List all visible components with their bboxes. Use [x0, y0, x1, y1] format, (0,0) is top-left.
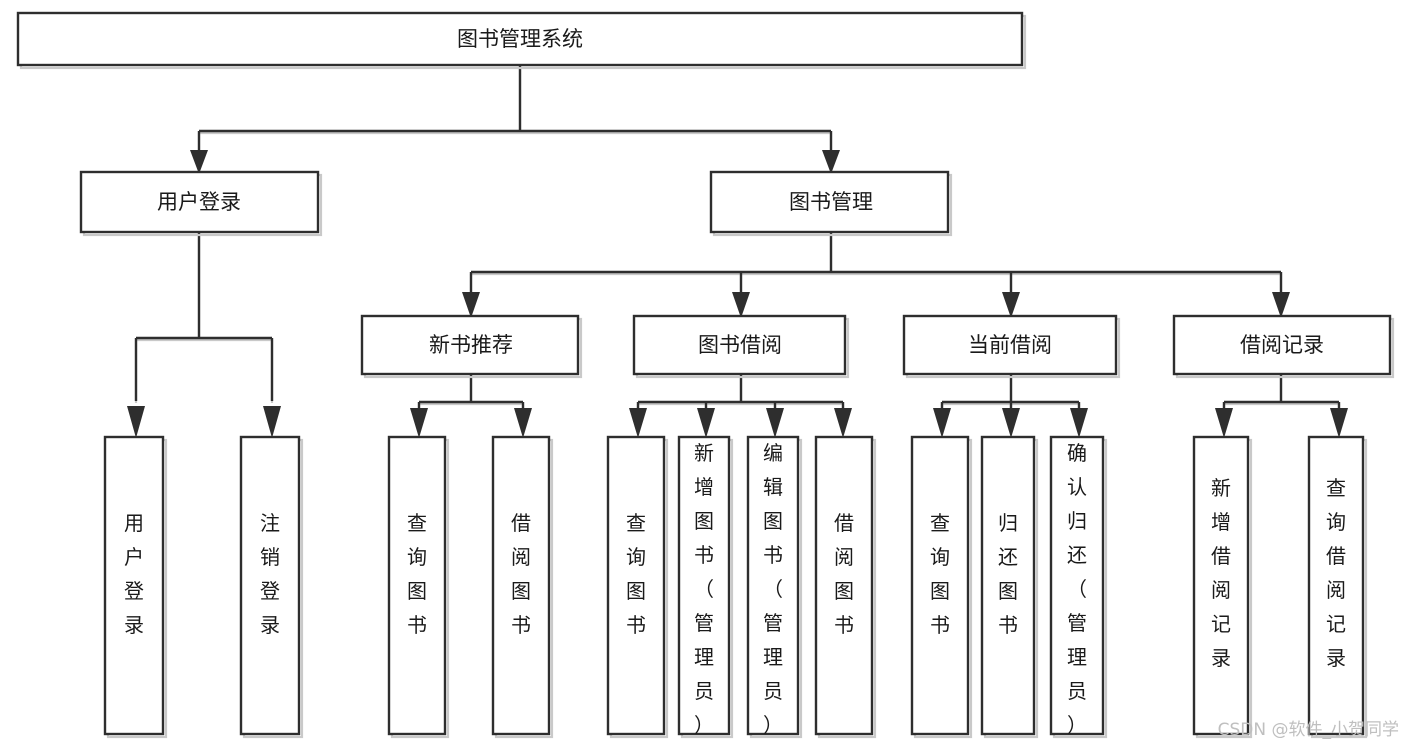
node-current-borrow-label: 当前借阅 [968, 333, 1052, 357]
node-book-management-label: 图书管理 [789, 190, 873, 214]
node-leaf-user-login-box [103, 435, 165, 736]
node-leaf-query-book-2-label: 查询图书 [626, 511, 646, 637]
arrow-head-current-borrow [1002, 292, 1020, 318]
arrow-head-leaf-query-record [1330, 408, 1348, 438]
node-leaf-borrow-book-2-box [814, 435, 874, 736]
node-leaf-query-book-1[interactable]: 查询图书 [387, 435, 450, 739]
arrow-head-leaf-return-book [1002, 408, 1020, 438]
node-leaf-user-login-label: 用户登录 [124, 511, 144, 637]
node-leaf-query-book-3-box [910, 435, 970, 736]
arrow-head-leaf-borrow-book-1 [514, 408, 532, 438]
node-user-login[interactable]: 用户登录 [79, 170, 323, 237]
connector-root-to-level2 [190, 65, 840, 174]
node-leaf-edit-book-box [746, 435, 800, 736]
arrow-head-book-management [822, 150, 840, 174]
node-leaf-query-book-2-box [606, 435, 666, 736]
node-leaf-confirm-return-box [1049, 435, 1105, 736]
connector-book-borrow-to-leaves [629, 374, 852, 438]
node-user-login-label: 用户登录 [157, 190, 241, 214]
node-leaf-query-record-label: 查询借阅记录 [1326, 476, 1346, 670]
node-leaf-borrow-book-1-box [491, 435, 551, 736]
arrow-head-leaf-logout [263, 406, 281, 438]
node-new-book-recommend-box [360, 314, 580, 376]
node-root-label: 图书管理系统 [457, 27, 583, 51]
node-leaf-add-record-box [1192, 435, 1250, 736]
node-leaf-query-book-1-box [387, 435, 447, 736]
watermark-label: CSDN @软件_小贺同学 [1218, 720, 1399, 740]
node-user-login-box [79, 170, 320, 234]
node-leaf-borrow-book-1-label: 借阅图书 [511, 511, 531, 637]
arrow-head-leaf-query-book-1 [410, 408, 428, 438]
node-leaf-edit-book-label: 编辑图书（管理员） [763, 441, 783, 737]
arrow-head-leaf-add-record [1215, 408, 1233, 438]
node-book-borrow-box [632, 314, 847, 376]
node-leaf-query-record[interactable]: 查询借阅记录 [1307, 435, 1368, 739]
node-leaf-borrow-book-2[interactable]: 借阅图书 [814, 435, 877, 739]
arrow-head-leaf-user-login [127, 406, 145, 438]
node-leaf-query-book-2[interactable]: 查询图书 [606, 435, 669, 739]
node-leaf-logout-box [239, 435, 301, 736]
node-book-borrow[interactable]: 图书借阅 [632, 314, 850, 379]
node-leaf-return-book-label: 归还图书 [998, 511, 1018, 637]
node-book-management[interactable]: 图书管理 [709, 170, 953, 237]
node-leaf-query-record-box [1307, 435, 1365, 736]
node-leaf-query-book-3[interactable]: 查询图书 [910, 435, 973, 739]
connector-layer [127, 65, 1348, 438]
connector-book-management-to-level3 [462, 232, 1290, 318]
node-leaf-return-book[interactable]: 归还图书 [980, 435, 1039, 739]
node-leaf-edit-book[interactable]: 编辑图书（管理员） [746, 435, 803, 739]
node-borrow-record-box [1172, 314, 1392, 376]
connector-current-borrow-to-leaves [933, 374, 1088, 438]
arrow-head-new-book-recommend [462, 292, 480, 318]
node-current-borrow[interactable]: 当前借阅 [902, 314, 1121, 379]
node-leaf-logout-label: 注销登录 [260, 511, 280, 637]
arrow-head-book-borrow [732, 292, 750, 318]
node-leaf-query-book-1-label: 查询图书 [407, 511, 427, 637]
node-leaf-add-record-label: 新增借阅记录 [1211, 476, 1231, 670]
node-root[interactable]: 图书管理系统 [16, 11, 1027, 70]
node-leaf-confirm-return-label: 确认归还（管理员） [1067, 441, 1087, 737]
node-book-management-box [709, 170, 950, 234]
node-current-borrow-box [902, 314, 1118, 376]
node-book-borrow-label: 图书借阅 [698, 333, 782, 357]
node-leaf-add-book-box [677, 435, 731, 736]
node-leaf-add-book[interactable]: 新增图书（管理员） [677, 435, 734, 739]
arrow-head-leaf-edit-book [766, 408, 784, 438]
node-leaf-add-record[interactable]: 新增借阅记录 [1192, 435, 1253, 739]
connector-new-book-recommend-to-leaves [410, 374, 532, 438]
node-new-book-recommend[interactable]: 新书推荐 [360, 314, 583, 379]
arrow-head-user-login [190, 150, 208, 174]
arrow-head-leaf-query-book-2 [629, 408, 647, 438]
node-borrow-record-label: 借阅记录 [1240, 333, 1324, 357]
node-new-book-recommend-label: 新书推荐 [429, 333, 513, 357]
node-root-box [16, 11, 1024, 67]
arrow-head-leaf-confirm-return [1070, 408, 1088, 438]
connector-user-login-to-leaves [127, 232, 281, 438]
node-leaf-logout[interactable]: 注销登录 [239, 435, 304, 739]
arrow-head-borrow-record [1272, 292, 1290, 318]
node-leaf-query-book-3-label: 查询图书 [930, 511, 950, 637]
node-borrow-record[interactable]: 借阅记录 [1172, 314, 1395, 379]
node-leaf-return-book-box [980, 435, 1036, 736]
connector-borrow-record-to-leaves [1215, 374, 1348, 438]
arrow-head-leaf-add-book [697, 408, 715, 438]
node-leaf-confirm-return[interactable]: 确认归还（管理员） [1049, 435, 1108, 739]
arrow-head-leaf-borrow-book-2 [834, 408, 852, 438]
node-leaf-user-login[interactable]: 用户登录 [103, 435, 168, 739]
node-leaf-borrow-book-2-label: 借阅图书 [834, 511, 854, 637]
arrow-head-leaf-query-book-3 [933, 408, 951, 438]
node-leaf-add-book-label: 新增图书（管理员） [694, 441, 714, 737]
node-leaf-borrow-book-1[interactable]: 借阅图书 [491, 435, 554, 739]
